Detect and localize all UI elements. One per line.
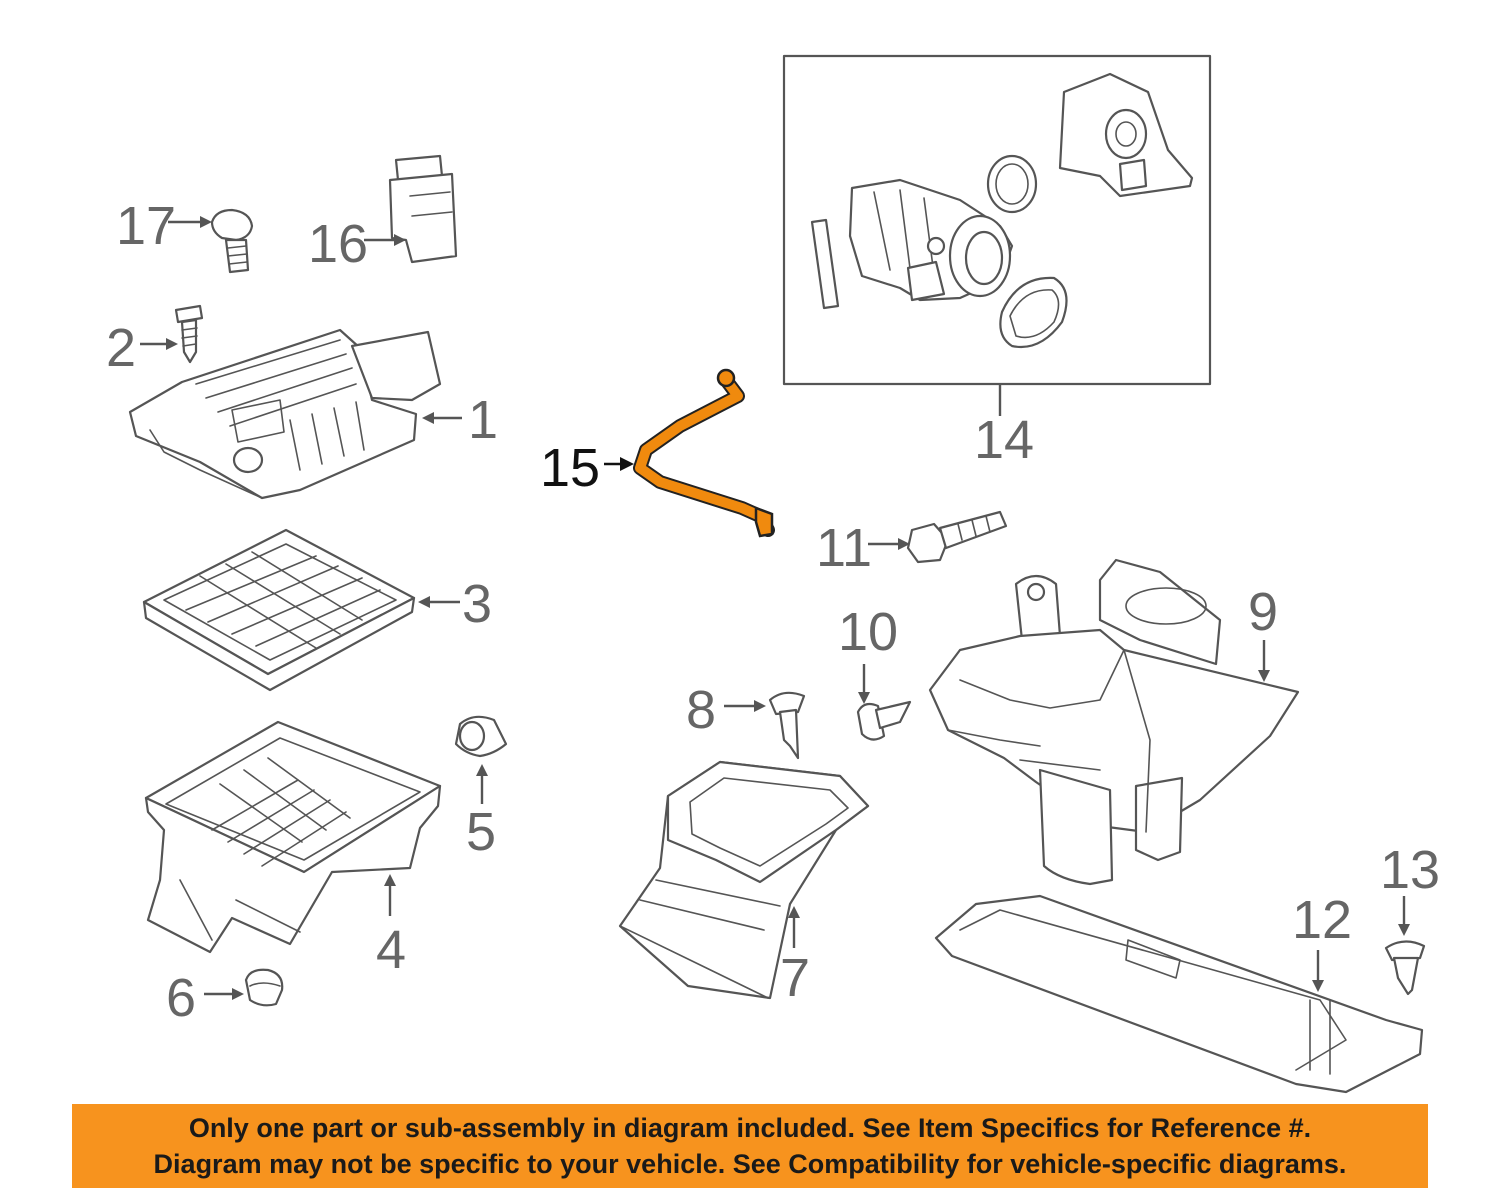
part-3-air-filter <box>142 528 416 692</box>
part-5-grommet <box>454 715 508 758</box>
disclaimer-line-2: Diagram may not be specific to your vehi… <box>153 1149 1347 1179</box>
disclaimer-line-1: Only one part or sub-assembly in diagram… <box>188 1113 1312 1143</box>
callout-12: 12 <box>1292 890 1352 950</box>
parts-diagram: 17 16 2 1 3 <box>106 54 1440 1094</box>
part-12-deflector <box>934 894 1424 1094</box>
callout-13: 13 <box>1380 840 1440 900</box>
callout-17: 17 <box>116 196 176 256</box>
part-8-push-pin <box>768 691 806 760</box>
part-14-intake-duct-kit <box>810 72 1194 349</box>
callout-6: 6 <box>166 968 196 1028</box>
callout-2: 2 <box>106 318 136 378</box>
part-6-plug <box>244 968 284 1007</box>
part-7-inlet-duct <box>618 760 870 1000</box>
callout-15: 15 <box>540 438 600 498</box>
part-11-bolt <box>906 510 1008 564</box>
part-15-hose-highlighted <box>633 368 775 538</box>
callout-4: 4 <box>376 920 406 980</box>
part-4-lower-housing <box>144 720 442 954</box>
part-10-push-pin <box>856 700 912 741</box>
part-9-intake-housing <box>928 558 1300 886</box>
callout-9: 9 <box>1248 582 1278 642</box>
callout-16: 16 <box>308 214 368 274</box>
part-17-bolt <box>210 208 254 274</box>
callout-7: 7 <box>780 948 810 1008</box>
callout-11: 11 <box>816 518 872 578</box>
part-1-air-cleaner-cover <box>128 328 442 500</box>
disclaimer-banner: Only one part or sub-assembly in diagram… <box>72 1104 1428 1188</box>
callout-5: 5 <box>466 802 496 862</box>
callout-8: 8 <box>686 680 716 740</box>
part-16-sensor <box>388 154 458 264</box>
part-14-kit-box <box>782 54 1212 386</box>
callout-3: 3 <box>462 574 492 634</box>
callout-14: 14 <box>974 410 1034 470</box>
callout-10: 10 <box>838 602 898 662</box>
part-13-push-pin <box>1384 940 1426 996</box>
callout-1: 1 <box>468 390 498 450</box>
part-2-screw <box>174 304 204 364</box>
